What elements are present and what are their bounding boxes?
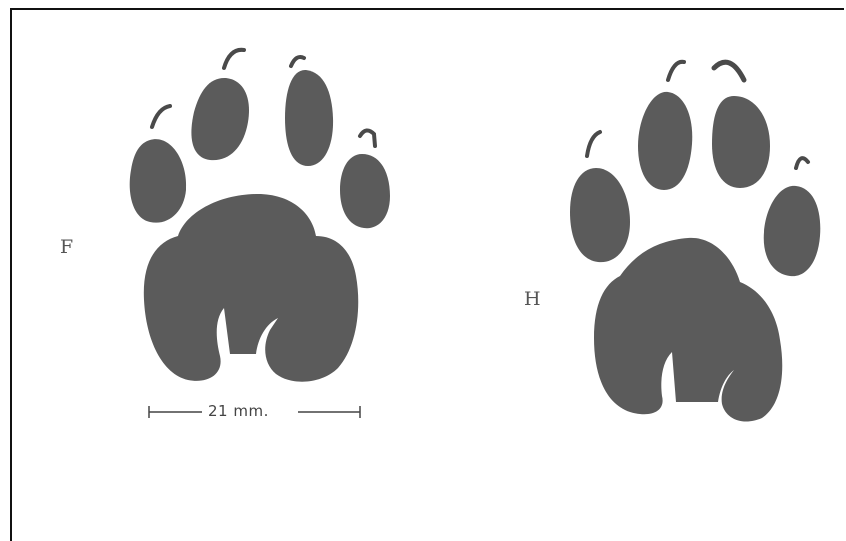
forefoot-claw-3 <box>291 57 304 66</box>
forefoot-claw-4 <box>360 130 375 146</box>
hindfoot-claw-4 <box>796 158 808 168</box>
hindfoot-print <box>570 62 820 422</box>
forefoot-toe-pad-2 <box>191 78 249 160</box>
forefoot-toe-pad-4 <box>340 154 390 228</box>
forefoot-claw-1 <box>152 106 170 127</box>
hindfoot-toe-pad-4 <box>764 186 821 276</box>
hindfoot-toe-pad-3 <box>712 96 770 188</box>
scale-bar-label: 21 mm. <box>208 402 269 420</box>
forefoot-toe-pad-3 <box>285 70 333 166</box>
hindfoot-claw-2 <box>668 62 684 80</box>
hindfoot-toe-pad-1 <box>570 168 630 262</box>
forefoot-main-pad <box>144 194 358 382</box>
hindfoot-main-pad <box>594 238 782 422</box>
hindfoot-toe-pad-2 <box>638 92 692 190</box>
hindfoot-claw-1 <box>587 132 600 156</box>
hindfoot-label: H <box>524 288 541 310</box>
hindfoot-claw-3 <box>714 62 744 80</box>
forefoot-claw-2 <box>224 50 244 68</box>
forefoot-toe-pad-1 <box>130 139 186 223</box>
forefoot-print <box>130 50 390 382</box>
forefoot-label: F <box>60 236 73 258</box>
